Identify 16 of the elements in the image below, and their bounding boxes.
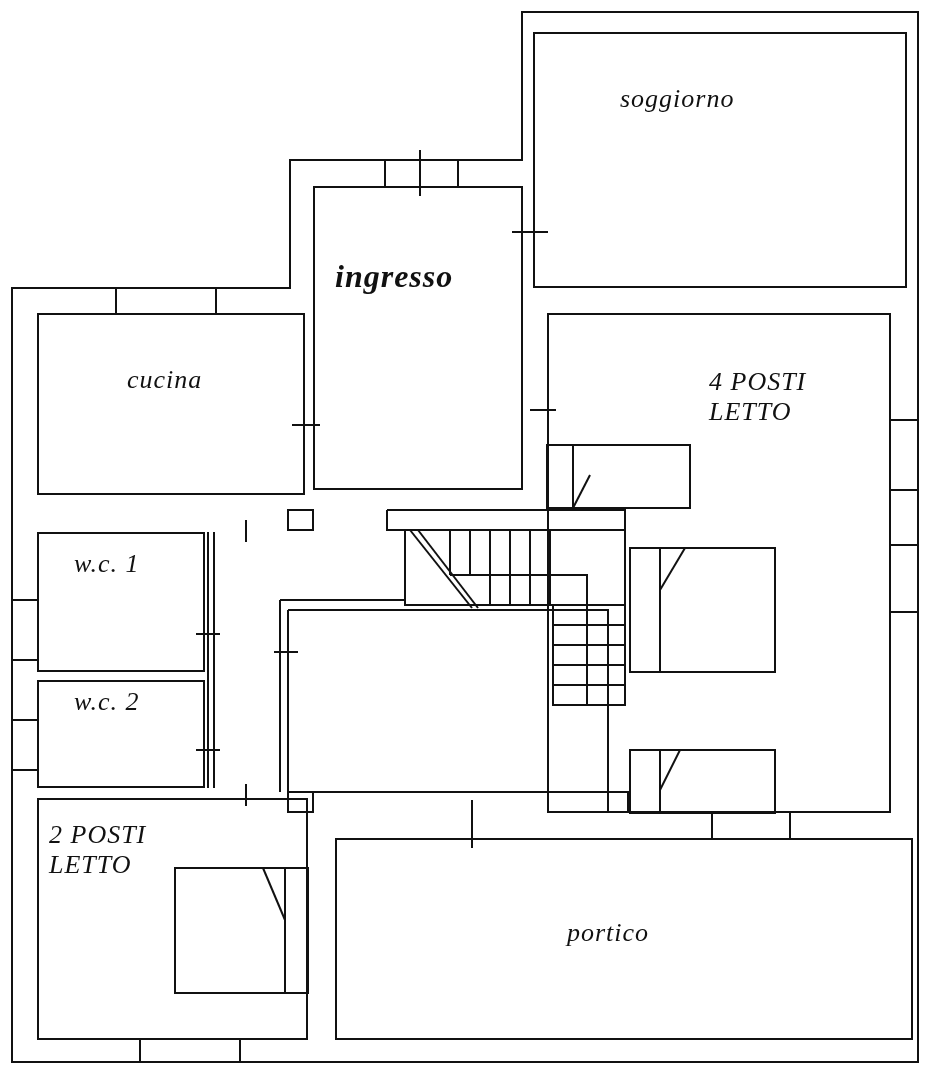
room-outline <box>37 532 205 672</box>
room-label: portico <box>567 918 650 948</box>
room-label: 2 POSTI LETTO <box>49 820 148 880</box>
room-label: w.c. 2 <box>74 687 140 717</box>
room-label: cucina <box>127 365 203 395</box>
room-outline <box>313 186 523 490</box>
room-label: 4 POSTI LETTO <box>709 367 808 427</box>
room-label: soggiorno <box>620 84 735 114</box>
room-outline <box>37 680 205 788</box>
room-label: ingresso <box>335 258 454 295</box>
room-outline <box>547 313 891 813</box>
room-outline <box>37 798 308 1040</box>
room-outline <box>533 32 907 288</box>
room-label: w.c. 1 <box>74 549 140 579</box>
room-outline <box>37 313 305 495</box>
room-outline <box>335 838 913 1040</box>
